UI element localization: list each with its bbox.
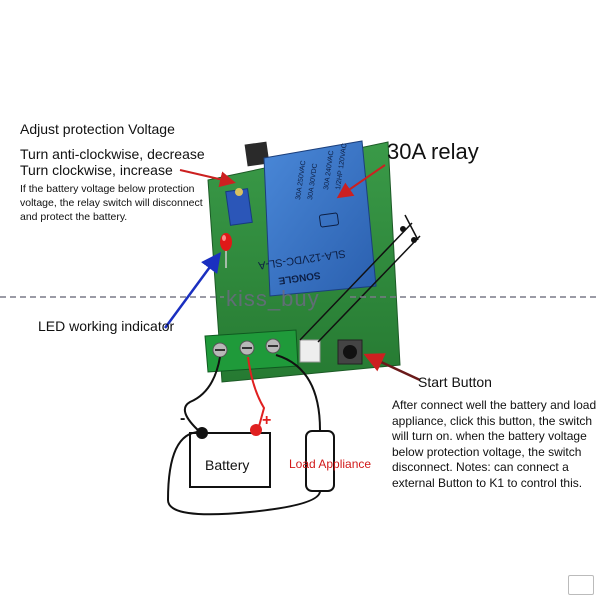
arrow-to-led xyxy=(163,251,221,329)
anticlockwise-label: Turn anti-clockwise, decrease xyxy=(20,146,205,162)
battery-label: Battery xyxy=(205,457,250,473)
regulator-icon xyxy=(244,141,270,167)
arrow-to-relay xyxy=(336,164,386,199)
corner-logo-icon xyxy=(568,575,594,595)
push-button-icon xyxy=(337,339,363,365)
battery-plus-sign: + xyxy=(262,412,272,429)
potentiometer-icon xyxy=(225,188,253,226)
relay-icon: 30A 250VAC 30A 30VDC 30A 240VAC 1/2HP 12… xyxy=(257,140,377,297)
circuit xyxy=(166,354,335,516)
relay-title: 30A relay xyxy=(387,139,479,164)
protect-note: If the battery voltage below protection … xyxy=(20,183,203,223)
relay-output-wires xyxy=(299,214,421,343)
battery-icon xyxy=(189,432,271,488)
arrow-to-button xyxy=(363,353,421,382)
load-label: Load Appliance xyxy=(289,457,372,471)
start-button-title: Start Button xyxy=(418,374,492,390)
terminal-block-icon xyxy=(204,329,299,373)
arrow-to-potentiometer xyxy=(179,169,236,188)
led-icon xyxy=(220,233,232,268)
connector-icon xyxy=(299,339,321,363)
clockwise-label: Turn clockwise, increase xyxy=(20,162,173,178)
adjust-title: Adjust protection Voltage xyxy=(20,121,175,137)
battery-minus-sign: - xyxy=(180,410,186,427)
led-label: LED working indicator xyxy=(38,318,175,334)
watermark: kiss_buy xyxy=(226,286,320,311)
arrows xyxy=(163,164,421,382)
start-button-desc: After connect well the battery and load … xyxy=(392,398,597,490)
